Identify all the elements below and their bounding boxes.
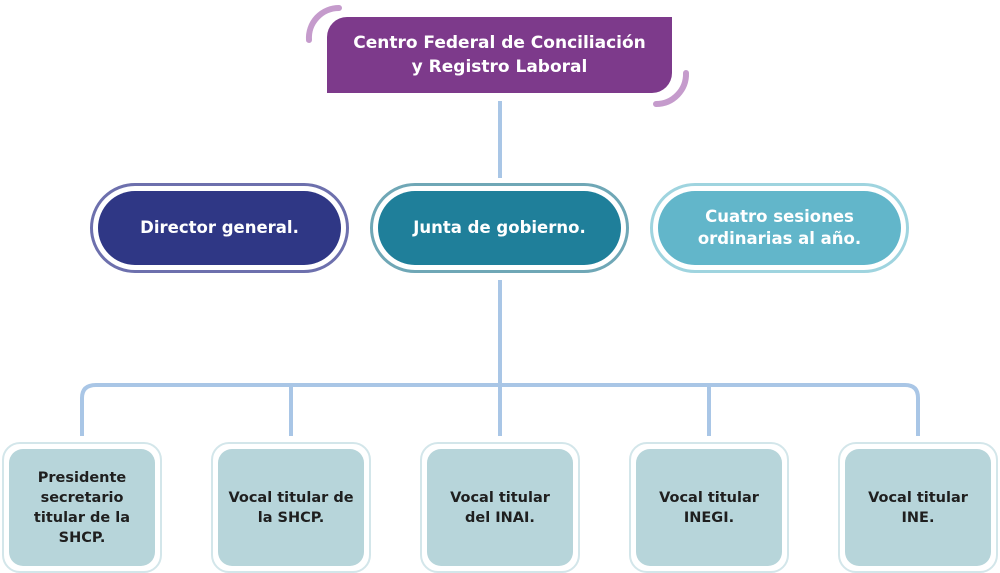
leaf-vocal-ine: Vocal titular INE.	[845, 449, 991, 566]
root-accent-arc-bottom-right	[653, 70, 689, 107]
node-junta-de-gobierno: Junta de gobierno.	[378, 191, 621, 265]
leaf-vocal-inai: Vocal titular del INAI.	[427, 449, 573, 566]
node-junta-de-gobierno-frame: Junta de gobierno.	[370, 183, 629, 273]
root-accent-arc-top-left	[305, 4, 342, 43]
node-cuatro-sesiones: Cuatro sesiones ordinarias al año.	[658, 191, 901, 265]
node-director-general-frame: Director general.	[90, 183, 349, 273]
node-director-general: Director general.	[98, 191, 341, 265]
leaf-frame-vocal-shcp: Vocal titular de la SHCP.	[211, 442, 371, 573]
leaf-frame-vocal-inegi: Vocal titular INEGI.	[629, 442, 789, 573]
leaf-frame-presidente: Presidente secretario titular de la SHCP…	[2, 442, 162, 573]
node-cuatro-sesiones-frame: Cuatro sesiones ordinarias al año.	[650, 183, 909, 273]
leaf-vocal-shcp: Vocal titular de la SHCP.	[218, 449, 364, 566]
leaf-frame-vocal-inai: Vocal titular del INAI.	[420, 442, 580, 573]
leaf-vocal-inegi: Vocal titular INEGI.	[636, 449, 782, 566]
leaf-presidente-secretario: Presidente secretario titular de la SHCP…	[9, 449, 155, 566]
leaf-frame-vocal-ine: Vocal titular INE.	[838, 442, 998, 573]
root-node: Centro Federal de Conciliación y Registr…	[327, 17, 672, 93]
